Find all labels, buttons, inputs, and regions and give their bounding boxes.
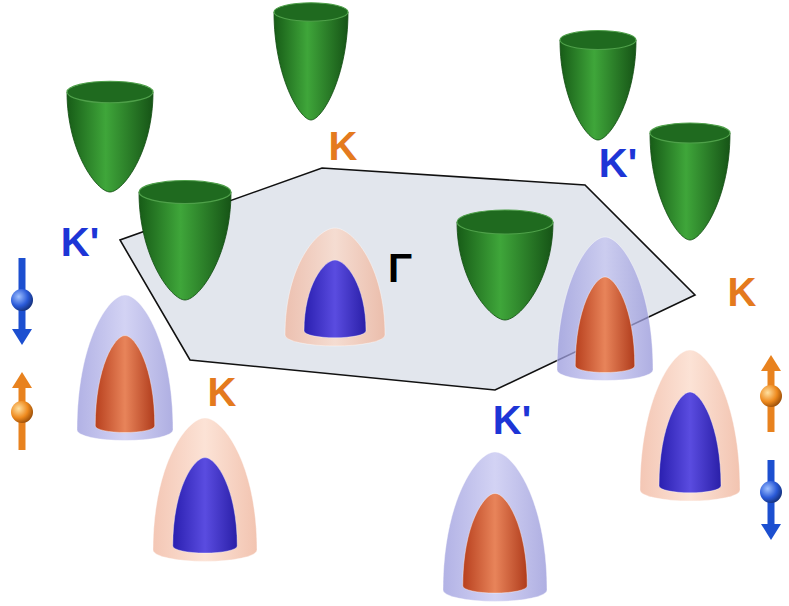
valence-band-outer — [285, 228, 385, 346]
conduction-band-rim — [650, 123, 730, 143]
spin-ball — [11, 289, 33, 311]
valence-band-inner — [659, 392, 721, 493]
conduction-band — [560, 40, 636, 140]
conduction-band — [650, 133, 730, 240]
valley-label: K — [329, 126, 358, 166]
valence-band-inner — [304, 260, 366, 338]
valence-band-inner — [173, 458, 237, 553]
valley-label: K' — [61, 222, 99, 262]
conduction-band-rim — [274, 3, 348, 22]
valence-band-outer — [153, 418, 257, 561]
spin-ball — [760, 385, 782, 407]
valence-band-outer — [77, 295, 173, 441]
spin-ball — [11, 401, 33, 423]
spin-arrow-head — [761, 524, 781, 540]
valley-label: K' — [493, 400, 531, 440]
conduction-band — [457, 222, 553, 320]
valley-label: K' — [599, 143, 637, 183]
spin-ball — [760, 481, 782, 503]
valence-band-inner — [575, 277, 635, 373]
valence-band-outer — [443, 452, 547, 601]
brillouin-zone — [120, 168, 695, 390]
conduction-band — [274, 12, 348, 120]
valence-band-inner — [463, 493, 527, 593]
conduction-band-rim — [139, 181, 231, 204]
spin-arrow-head — [761, 355, 781, 371]
conduction-band-rim — [457, 210, 553, 234]
valley-label: K — [208, 372, 237, 412]
spin-arrow-head — [12, 372, 32, 388]
conduction-band-rim — [560, 31, 636, 50]
valley-label: K — [728, 272, 757, 312]
conduction-band-rim — [67, 81, 153, 103]
valence-band-outer — [640, 350, 740, 501]
valence-band-outer — [557, 237, 653, 381]
conduction-band — [67, 92, 153, 192]
conduction-band — [139, 192, 231, 300]
valley-label: Γ — [388, 248, 412, 288]
spin-arrow-head — [12, 329, 32, 345]
valence-band-inner — [95, 336, 155, 433]
